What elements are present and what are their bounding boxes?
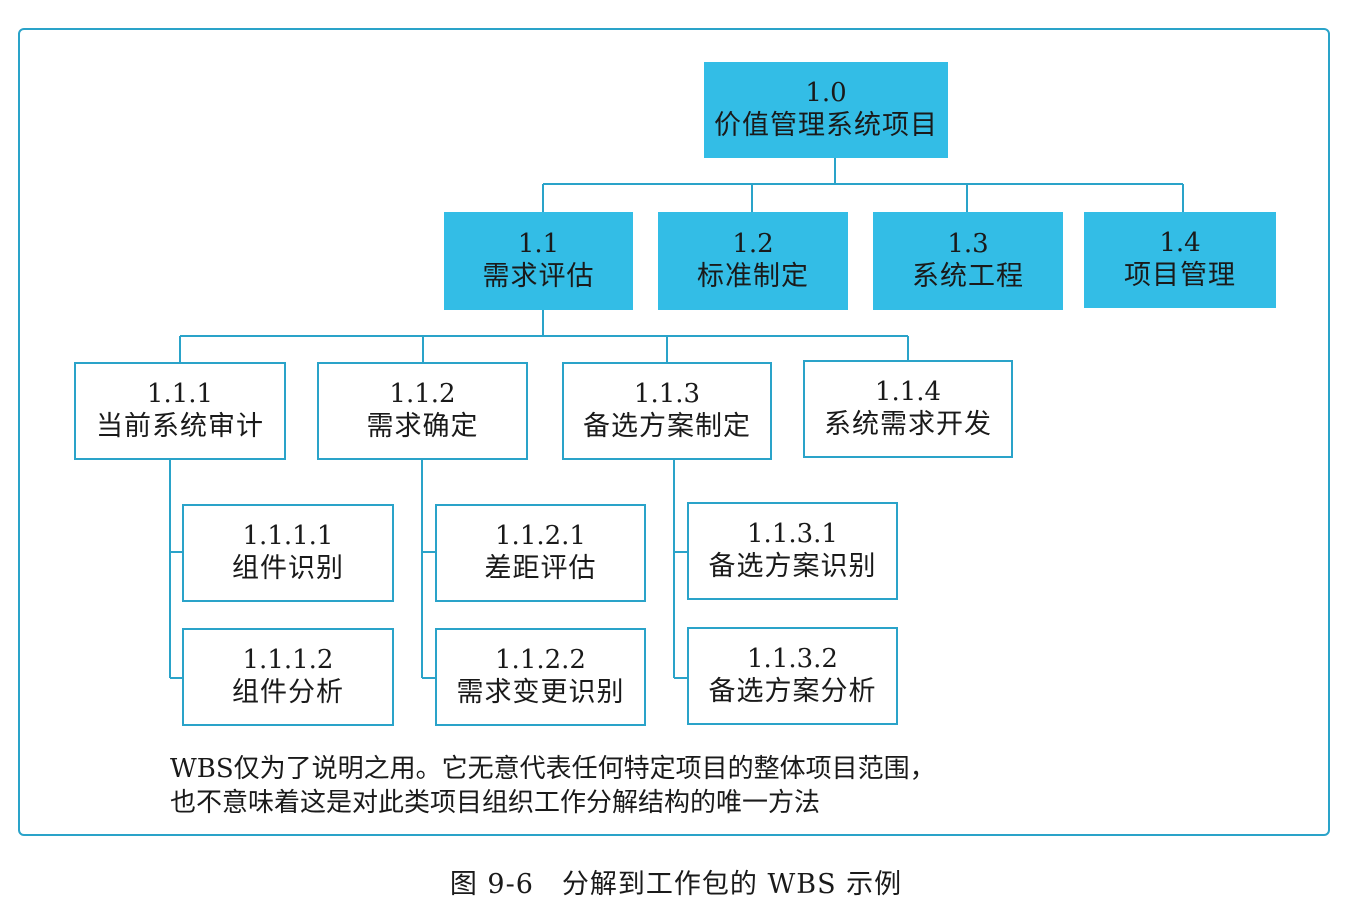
note-line-2: 也不意味着这是对此类项目组织工作分解结构的唯一方法	[170, 788, 821, 818]
node-label: 标准制定	[697, 261, 809, 293]
diagram-frame	[18, 28, 1330, 836]
node-code: 1.1.1	[146, 378, 214, 409]
wbs-node-1-1-1-2: 1.1.1.2 组件分析	[182, 628, 394, 726]
node-label: 备选方案分析	[708, 676, 877, 708]
wbs-node-1-1-3-2: 1.1.3.2 备选方案分析	[687, 627, 898, 725]
node-label: 组件识别	[232, 553, 344, 585]
wbs-node-1-3: 1.3 系统工程	[873, 212, 1063, 310]
node-code: 1.0	[805, 77, 847, 108]
node-code: 1.1.1.1	[242, 520, 334, 551]
wbs-node-1-1-2-2: 1.1.2.2 需求变更识别	[435, 628, 646, 726]
wbs-node-1-1-3-1: 1.1.3.1 备选方案识别	[687, 502, 898, 600]
wbs-node-1-1-2: 1.1.2 需求确定	[317, 362, 528, 460]
node-label: 备选方案识别	[708, 551, 877, 583]
node-code: 1.1	[517, 228, 560, 259]
wbs-node-1-1: 1.1 需求评估	[444, 212, 633, 310]
node-label: 需求确定	[366, 411, 479, 443]
wbs-node-1-1-2-1: 1.1.2.1 差距评估	[435, 504, 646, 602]
wbs-node-root: 1.0 价值管理系统项目	[704, 62, 948, 158]
node-code: 1.2	[732, 228, 774, 259]
node-label: 需求评估	[482, 261, 595, 293]
disclaimer-note: WBS仅为了说明之用。它无意代表任何特定项目的整体项目范围， 也不意味着这是对此…	[170, 752, 936, 820]
node-code: 1.1.2.1	[495, 520, 586, 551]
node-code: 1.1.3.1	[747, 518, 838, 549]
wbs-node-1-4: 1.4 项目管理	[1084, 212, 1276, 308]
wbs-node-1-1-3: 1.1.3 备选方案制定	[562, 362, 772, 460]
wbs-node-1-1-1-1: 1.1.1.1 组件识别	[182, 504, 394, 602]
figure-caption: 图 9-6 分解到工作包的 WBS 示例	[449, 869, 903, 900]
node-code: 1.1.1.2	[242, 644, 334, 675]
node-code: 1.1.3	[633, 378, 701, 409]
node-label: 系统需求开发	[824, 409, 992, 441]
node-code: 1.3	[947, 228, 989, 259]
node-label: 备选方案制定	[583, 411, 751, 443]
node-code: 1.1.2.2	[495, 644, 586, 675]
node-label: 当前系统审计	[96, 411, 264, 443]
node-code: 1.1.4	[874, 376, 942, 407]
note-line-1: WBS仅为了说明之用。它无意代表任何特定项目的整体项目范围，	[170, 754, 936, 784]
wbs-node-1-2: 1.2 标准制定	[658, 212, 848, 310]
node-code: 1.1.2	[389, 378, 456, 409]
node-label: 系统工程	[912, 261, 1024, 293]
node-code: 1.4	[1159, 227, 1201, 258]
node-label: 差距评估	[484, 553, 597, 585]
node-label: 价值管理系统项目	[714, 110, 938, 142]
node-label: 需求变更识别	[456, 677, 625, 709]
node-label: 项目管理	[1124, 260, 1236, 292]
wbs-node-1-1-1: 1.1.1 当前系统审计	[74, 362, 286, 460]
wbs-node-1-1-4: 1.1.4 系统需求开发	[803, 360, 1013, 458]
node-code: 1.1.3.2	[747, 643, 838, 674]
node-label: 组件分析	[232, 677, 344, 709]
